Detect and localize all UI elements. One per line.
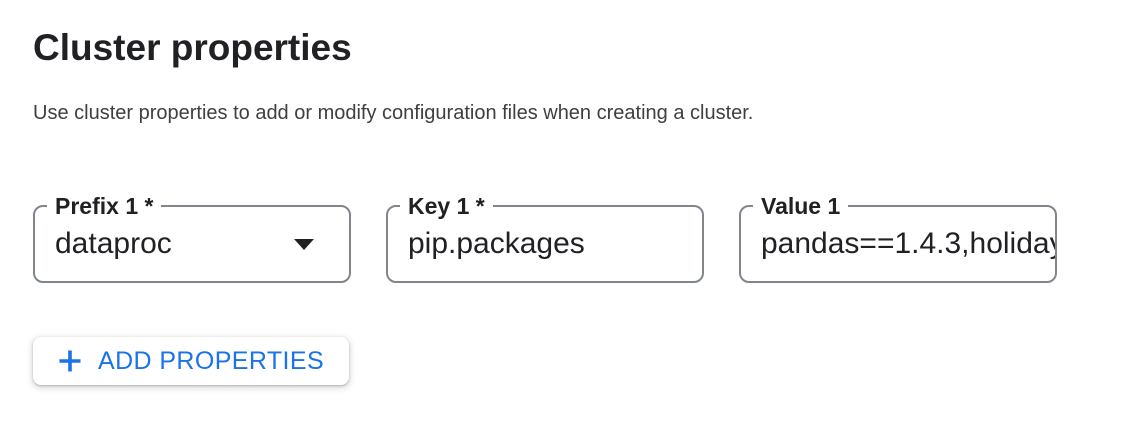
value-label: Value 1 bbox=[753, 192, 849, 220]
key-field: Key 1 * bbox=[386, 192, 704, 283]
value-field: Value 1 bbox=[739, 192, 1057, 283]
prefix-selected-value: dataproc bbox=[55, 227, 172, 260]
add-properties-button[interactable]: ADD PROPERTIES bbox=[33, 337, 350, 385]
page-description: Use cluster properties to add or modify … bbox=[33, 102, 754, 124]
chevron-down-icon[interactable] bbox=[294, 239, 314, 250]
key-label: Key 1 * bbox=[400, 192, 493, 220]
add-properties-button-label: ADD PROPERTIES bbox=[98, 346, 325, 375]
property-row: Prefix 1 * dataproc Key 1 * Value 1 bbox=[33, 192, 1122, 283]
prefix-label: Prefix 1 * bbox=[47, 192, 162, 220]
page-title: Cluster properties bbox=[33, 27, 352, 68]
prefix-select[interactable]: Prefix 1 * dataproc bbox=[33, 192, 351, 283]
plus-icon bbox=[59, 350, 81, 372]
